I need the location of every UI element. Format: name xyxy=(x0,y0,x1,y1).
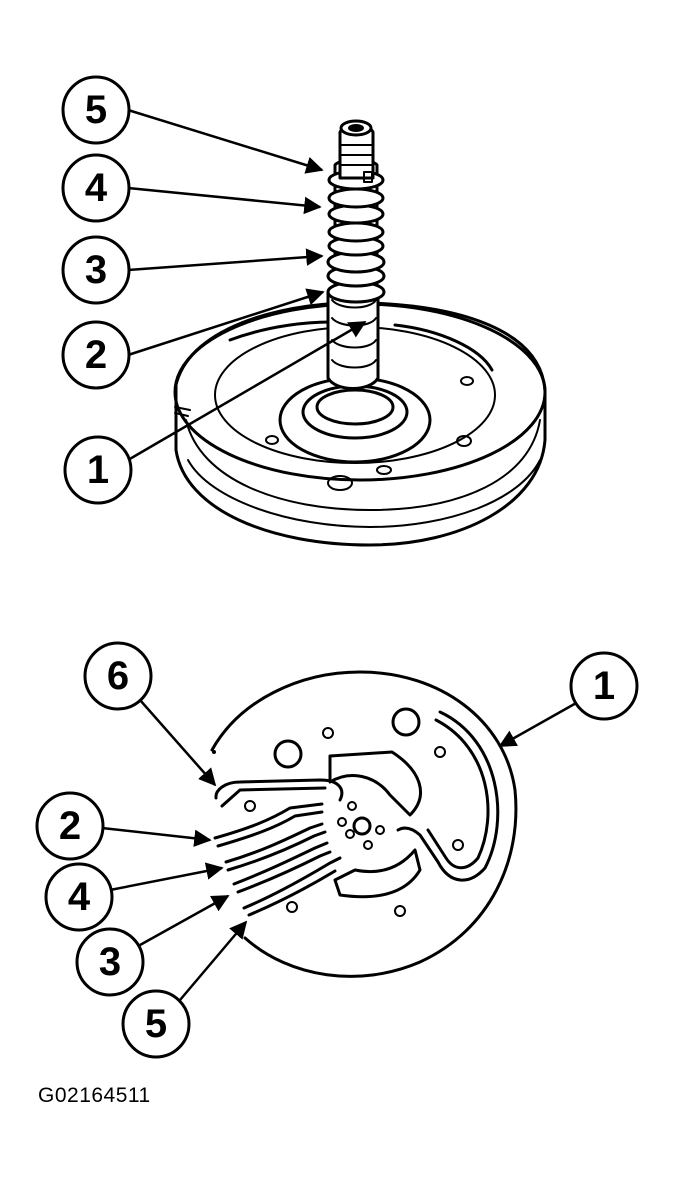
leader-line-top-3 xyxy=(127,248,324,272)
bottom-callouts: 6 1 2 4 3 5 xyxy=(35,641,639,1059)
callout-bottom-3: 3 xyxy=(75,927,145,997)
leader-line-bottom-5 xyxy=(179,920,248,1001)
plate-outline xyxy=(210,670,518,978)
callout-label: 6 xyxy=(107,654,129,698)
leader-line-top-2 xyxy=(127,288,325,357)
callout-label: 3 xyxy=(85,248,107,292)
leader-line-bottom-3 xyxy=(139,894,230,947)
callout-top-4: 4 xyxy=(61,153,131,223)
leader-line-top-1 xyxy=(127,320,367,462)
leader-line-bottom-4 xyxy=(109,862,224,892)
stator-support-illustration: 5 4 3 2 1 xyxy=(61,75,547,547)
leader-line-top-4 xyxy=(127,186,322,215)
leader-line-top-5 xyxy=(127,108,324,174)
leader-line-bottom-6 xyxy=(139,699,217,787)
callout-bottom-1: 1 xyxy=(569,651,639,721)
callout-label: 2 xyxy=(59,804,81,848)
callout-top-1: 1 xyxy=(63,435,133,505)
callout-bottom-4: 4 xyxy=(44,862,114,932)
callout-label: 5 xyxy=(85,88,107,132)
callout-label: 1 xyxy=(87,448,109,492)
stator-shaft xyxy=(326,119,386,390)
callout-bottom-5: 5 xyxy=(121,989,191,1059)
callout-label: 4 xyxy=(85,166,108,210)
callout-top-3: 3 xyxy=(61,235,131,305)
callout-bottom-2: 2 xyxy=(35,791,105,861)
callout-label: 4 xyxy=(68,875,91,919)
leader-line-bottom-2 xyxy=(101,826,212,847)
top-callouts: 5 4 3 2 1 xyxy=(61,75,367,505)
callout-label: 5 xyxy=(145,1002,167,1046)
callout-top-2: 2 xyxy=(61,320,131,390)
callout-top-5: 5 xyxy=(61,75,131,145)
callout-label: 1 xyxy=(593,664,615,708)
callout-label: 2 xyxy=(85,333,107,377)
callout-label: 3 xyxy=(99,940,121,984)
figure-code: G02164511 xyxy=(38,1084,151,1107)
callout-bottom-6: 6 xyxy=(83,641,153,711)
leader-line-bottom-1 xyxy=(498,700,579,748)
passage-plate-illustration: 6 1 2 4 3 5 xyxy=(35,641,639,1059)
